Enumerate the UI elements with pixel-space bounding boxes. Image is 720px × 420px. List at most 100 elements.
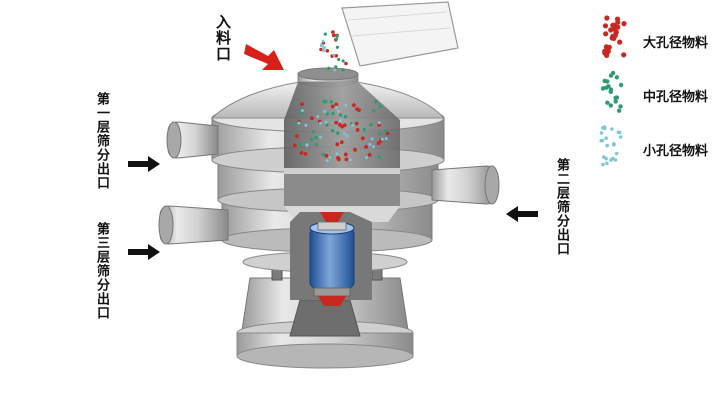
particle <box>605 100 610 105</box>
legend-swatch-large <box>602 15 627 59</box>
particle <box>322 49 326 53</box>
particle <box>325 159 329 163</box>
particle <box>344 157 349 162</box>
particle <box>324 100 328 104</box>
particle <box>304 123 308 127</box>
particle <box>618 104 623 109</box>
particle <box>608 87 614 92</box>
particle <box>344 61 348 66</box>
particle <box>613 158 618 162</box>
particle <box>344 103 348 107</box>
particle <box>384 137 388 141</box>
particle <box>384 129 388 133</box>
particle <box>325 112 329 116</box>
particle <box>324 153 329 158</box>
particle <box>609 35 615 41</box>
particle <box>608 27 614 33</box>
particle <box>331 111 335 116</box>
material-particles-inside <box>292 99 390 163</box>
particle <box>602 125 607 129</box>
particle <box>331 30 335 34</box>
particle <box>600 138 605 143</box>
particle <box>369 123 373 127</box>
particle <box>610 70 616 76</box>
particle <box>321 43 324 47</box>
particle <box>297 121 301 125</box>
particle <box>614 95 620 100</box>
particle <box>316 115 320 119</box>
particle <box>349 158 352 162</box>
particle <box>323 32 327 36</box>
particle <box>600 86 606 91</box>
particle <box>299 151 304 155</box>
particle <box>335 45 339 49</box>
outlet3-label: 第三层筛分出口 <box>94 222 109 320</box>
legend-swatch-medium <box>600 70 624 113</box>
particle <box>294 134 299 138</box>
particle <box>618 135 623 139</box>
particle <box>310 137 314 142</box>
particle <box>334 65 338 69</box>
particle <box>611 156 615 161</box>
particle <box>327 66 331 70</box>
inlet-label: 入料口 <box>214 14 232 62</box>
particle <box>322 46 326 50</box>
vibration-motor <box>309 212 355 306</box>
outlet2-arrow-icon <box>506 206 538 222</box>
particle <box>352 103 356 108</box>
particle <box>613 99 618 104</box>
particle <box>614 75 620 80</box>
particle <box>599 131 604 135</box>
particle <box>332 33 336 38</box>
particle <box>334 54 339 58</box>
particle <box>314 142 319 147</box>
particle <box>603 44 610 50</box>
particle <box>334 37 339 41</box>
particle <box>604 85 609 90</box>
particle <box>367 153 372 157</box>
particle <box>324 120 328 124</box>
particle <box>319 47 323 52</box>
particle <box>605 143 609 148</box>
legend-label-large: 大孔径物料 <box>643 36 709 51</box>
particle <box>605 48 611 55</box>
particle <box>614 151 619 156</box>
particle <box>604 15 610 21</box>
outlet3-arrow-icon <box>128 244 160 260</box>
particle <box>305 143 309 146</box>
particle <box>323 110 327 114</box>
particle <box>330 104 335 109</box>
particle <box>336 131 340 135</box>
particle <box>360 136 365 141</box>
particle <box>612 143 616 147</box>
legend-label-medium: 中孔径物料 <box>643 90 709 105</box>
particle <box>353 147 357 152</box>
particle <box>337 57 341 62</box>
particle <box>343 115 348 119</box>
particle <box>374 100 378 104</box>
particle <box>602 23 609 29</box>
particle <box>604 156 608 161</box>
particle <box>343 132 347 136</box>
particle <box>610 127 614 131</box>
particle <box>372 109 376 113</box>
legend-label-small: 小孔径物料 <box>643 144 709 159</box>
particle <box>335 142 340 147</box>
outlet2-label: 第二层筛分出口 <box>554 158 569 256</box>
particle <box>603 31 609 37</box>
particle <box>605 79 610 84</box>
particle <box>345 134 349 138</box>
particle <box>615 19 621 25</box>
material-particles-falling <box>319 30 348 72</box>
particle <box>328 155 332 159</box>
particle <box>321 39 325 43</box>
particle <box>368 143 372 146</box>
particle <box>617 39 623 45</box>
particle <box>610 22 617 28</box>
particle <box>616 130 621 134</box>
particle <box>357 108 361 112</box>
inlet-arrow-icon <box>244 44 284 70</box>
particle <box>314 136 318 140</box>
